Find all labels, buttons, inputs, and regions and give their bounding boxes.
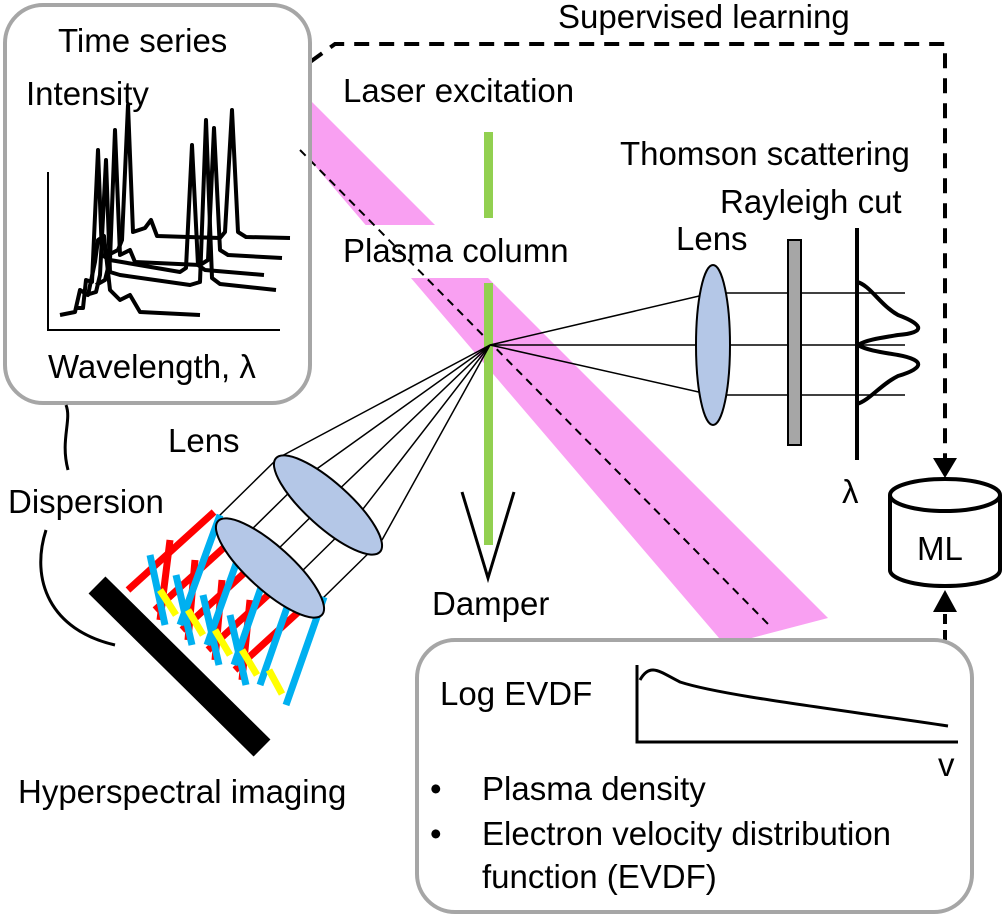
ray-group-yellow	[157, 588, 286, 696]
plasma-column-label: Plasma column	[343, 232, 569, 269]
lens-left-label: Lens	[168, 422, 240, 459]
bullet-evdf-line2: function (EVDF)	[482, 858, 717, 895]
laser-beam-bottom	[484, 283, 493, 545]
thomson-scattering-label: Thomson scattering	[620, 135, 910, 172]
label-gap	[300, 225, 620, 278]
intensity-label: Intensity	[26, 75, 149, 112]
bullet-marker-2: •	[430, 815, 442, 852]
trace-2	[85, 118, 277, 297]
log-evdf-label: Log EVDF	[440, 675, 592, 712]
laser-excitation-label: Laser excitation	[343, 72, 574, 109]
ml-label: ML	[917, 530, 963, 567]
damper-label: Damper	[432, 585, 549, 622]
lambda-label: λ	[842, 473, 859, 510]
dispersion-label: Dispersion	[8, 483, 164, 520]
supervised-arrowhead	[933, 458, 957, 478]
spectrum-profile	[854, 280, 921, 406]
supervised-learning-path	[308, 42, 947, 462]
dispersion-connector-top	[63, 404, 70, 471]
damper-shape	[460, 491, 516, 584]
evdf-to-ml-arrowhead	[933, 590, 957, 612]
bullet-evdf-line1: Electron velocity distribution	[482, 815, 891, 852]
left-lens-lower	[214, 517, 326, 619]
dispersion-connector-bottom	[39, 529, 116, 647]
plasma-beam	[310, 100, 828, 645]
v-axis-label: v	[938, 746, 955, 783]
time-series-title: Time series	[58, 22, 227, 59]
scattered-rays-left	[217, 344, 491, 600]
rayleigh-cut-filter	[787, 239, 802, 446]
supervised-learning-label: Supervised learning	[558, 0, 850, 35]
trace-3	[95, 126, 283, 287]
laser-beam-top	[484, 132, 493, 218]
evdf-axes	[635, 665, 958, 744]
left-lens-upper	[272, 454, 384, 556]
bullet-plasma-density: Plasma density	[482, 770, 706, 807]
time-series-axes	[47, 172, 280, 331]
time-series-box	[3, 3, 312, 405]
wavelength-label: Wavelength, λ	[48, 348, 256, 385]
right-lens	[695, 264, 731, 426]
evdf-curve	[638, 668, 949, 728]
time-series-traces	[59, 103, 291, 317]
hyperspectral-detector	[88, 576, 271, 757]
trace-5	[59, 234, 201, 317]
hyperspectral-imaging-label: Hyperspectral imaging	[18, 773, 346, 810]
lens-right-label: Lens	[676, 220, 748, 257]
bullet-marker-1: •	[430, 770, 442, 807]
trace-4	[107, 103, 291, 257]
ml-cylinder	[888, 477, 1002, 588]
rayleigh-cut-label: Rayleigh cut	[720, 183, 902, 220]
